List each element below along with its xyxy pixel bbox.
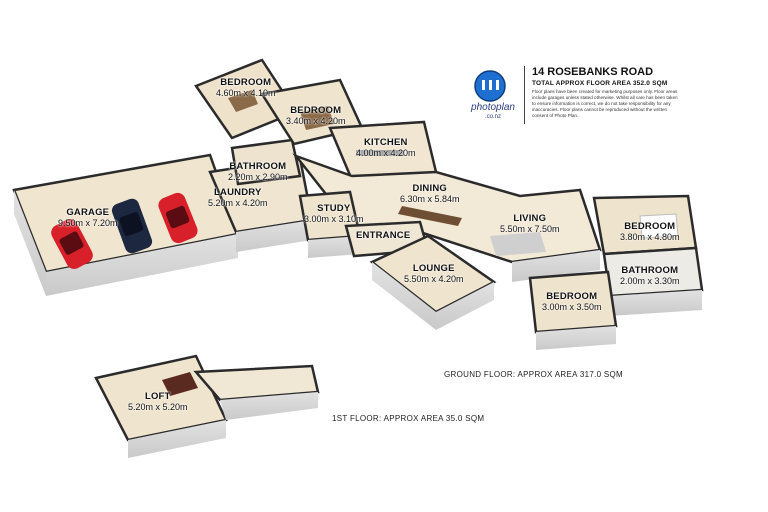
room-label-lounge: LOUNGE 5.50m x 4.20m — [404, 263, 464, 285]
room-dims: 3.00m x 3.10m — [304, 214, 364, 224]
room-dims: 9.50m x 7.20m — [58, 218, 118, 228]
room-dims: 5.20m x 5.20m — [128, 402, 188, 412]
disclaimer-text: Floor plans have been created for market… — [532, 89, 678, 118]
first-floor-area: 1ST FLOOR: APPROX AREA 35.0 SQM — [332, 414, 485, 423]
loft-area — [94, 354, 320, 458]
room-label-bedroom-4: BEDROOM 3.00m x 3.50m — [542, 291, 602, 313]
room-label-dining: DINING 6.30m x 5.84m — [400, 183, 460, 205]
brand-domain: .co.nz — [484, 114, 501, 120]
room-label-bathroom-2: BATHROOM 2.00m x 3.30m — [620, 265, 680, 287]
room-label-garage: GARAGE 9.50m x 7.20m — [58, 207, 118, 229]
ground-floor-area: GROUND FLOOR: APPROX AREA 317.0 SQM — [444, 370, 623, 379]
room-label-bedroom-1: BEDROOM 4.60m x 4.10m — [216, 77, 276, 99]
room-dims: 2.00m x 3.30m — [620, 276, 680, 286]
total-floor-area: TOTAL APPROX FLOOR AREA 352.0 SQM — [532, 80, 668, 87]
photoplan-logo-icon — [474, 70, 506, 102]
room-name: ENTRANCE — [356, 230, 411, 241]
room-dims: 5.50m x 4.20m — [404, 274, 464, 284]
room-name: LOUNGE — [412, 263, 455, 274]
room-label-laundry: LAUNDRY 5.20m x 4.20m — [208, 187, 268, 209]
garage-cars — [51, 192, 198, 269]
room-dims: 3.40m x 4.20m — [286, 116, 346, 126]
room-name: KITCHEN — [363, 137, 408, 148]
room-dims: 5.20m x 4.20m — [208, 198, 268, 208]
room-label-entrance: ENTRANCE — [356, 231, 410, 241]
room-dims: 4.60m x 4.10m — [216, 88, 276, 98]
laundry-bathroom-area — [208, 138, 314, 252]
room-name: BEDROOM — [546, 291, 598, 302]
room-dims: 2.20m x 2.90m — [228, 172, 288, 182]
room-label-bedroom-3: BEDROOM 3.80m x 4.80m — [620, 221, 680, 243]
room-name: GARAGE — [66, 207, 110, 218]
property-address: 14 ROSEBANKS ROAD — [532, 66, 654, 78]
study-area — [298, 190, 362, 258]
room-name: LAUNDRY — [214, 187, 262, 198]
room-name: BATHROOM — [229, 161, 287, 172]
room-name: BEDROOM — [290, 105, 342, 116]
room-label-study: STUDY 3.00m x 3.10m — [304, 203, 364, 225]
room-dims: 5.50m x 7.50m — [500, 224, 560, 234]
brand-name: photoplan — [471, 102, 515, 113]
room-label-bathroom-1: BATHROOM 2.20m x 2.90m — [228, 161, 288, 183]
room-label-kitchen: KITCHEN 4.00m x 4.20m — [356, 137, 416, 159]
room-name: DINING — [412, 183, 447, 194]
room-label-loft: LOFT 5.20m x 5.20m — [128, 391, 188, 413]
room-label-bedroom-2: BEDROOM 3.40m x 4.20m — [286, 105, 346, 127]
lounge-area — [369, 234, 497, 330]
info-divider — [524, 66, 525, 124]
room-name: BEDROOM — [624, 221, 676, 232]
room-label-living: LIVING 5.50m x 7.50m — [500, 213, 560, 235]
room-name: BATHROOM — [621, 265, 679, 276]
brand-block: photoplan .co.nz — [462, 66, 524, 126]
room-dims: 6.30m x 5.84m — [400, 194, 460, 204]
room-dims: 3.00m x 3.50m — [542, 302, 602, 312]
room-dims: 4.00m x 4.20m — [356, 148, 416, 158]
room-name: STUDY — [317, 203, 351, 214]
room-name: BEDROOM — [220, 77, 272, 88]
room-name: LIVING — [513, 213, 547, 224]
room-dims: 3.80m x 4.80m — [620, 232, 680, 242]
bedroom-4-area — [528, 270, 618, 350]
room-name: LOFT — [144, 391, 171, 402]
